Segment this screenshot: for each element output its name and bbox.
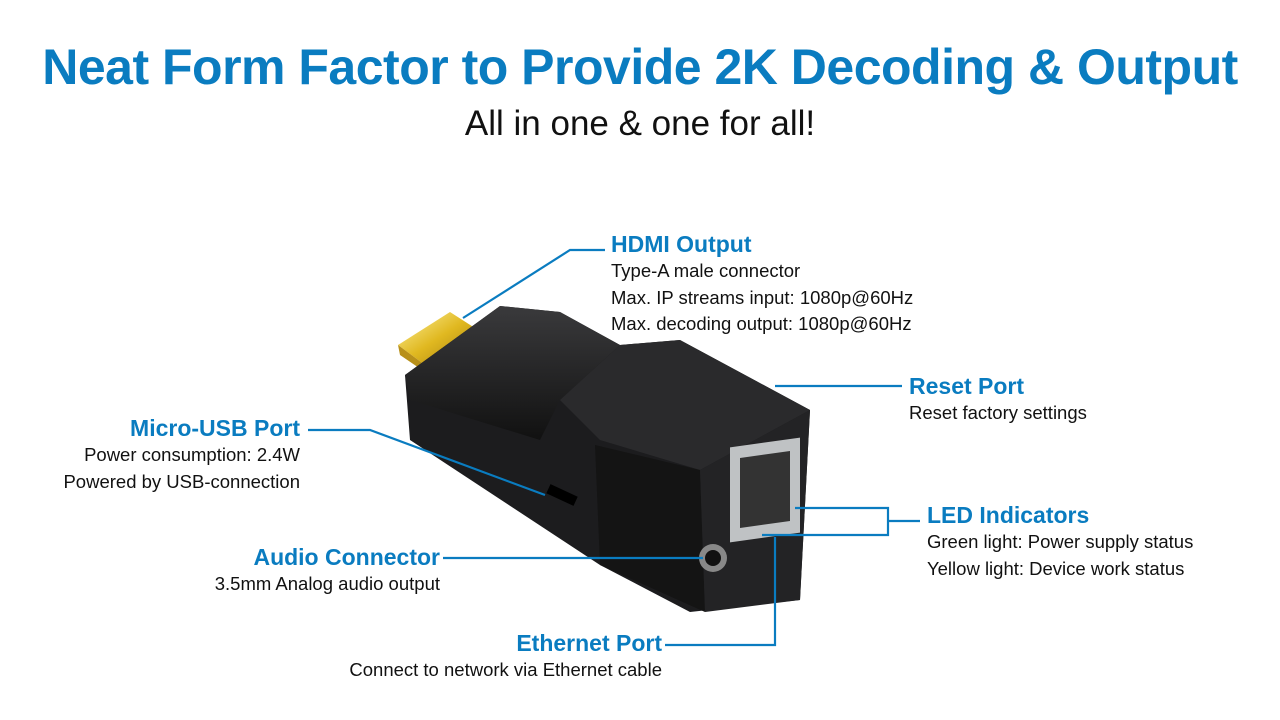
callout-micro-usb-port: Micro-USB Port Power consumption: 2.4W P… (63, 414, 300, 495)
callout-line: Reset factory settings (909, 402, 1087, 423)
page-title: Neat Form Factor to Provide 2K Decoding … (42, 39, 1238, 95)
callout-reset-port: Reset Port Reset factory settings (909, 372, 1087, 427)
callout-title: Audio Connector (253, 544, 440, 570)
leader-lines (308, 248, 920, 647)
callout-title: HDMI Output (611, 231, 752, 257)
callout-title: Ethernet Port (516, 630, 662, 656)
callout-title: Micro-USB Port (130, 415, 300, 441)
callout-line: Green light: Power supply status (927, 531, 1194, 552)
callout-line: Max. IP streams input: 1080p@60Hz (611, 286, 914, 308)
callout-line: Max. decoding output: 1080p@60Hz (611, 313, 912, 334)
callout-led-indicators: LED Indicators Green light: Power supply… (927, 501, 1193, 582)
callout-hdmi-output: HDMI Output Type-A male connector Max. I… (611, 230, 913, 338)
callout-line: Yellow light: Device work status (927, 557, 1185, 579)
callout-line: 3.5mm Analog audio output (214, 573, 440, 594)
callout-audio-connector: Audio Connector 3.5mm Analog audio outpu… (215, 543, 440, 598)
callout-title: Reset Port (909, 373, 1025, 399)
callout-line: Connect to network via Ethernet cable (349, 659, 662, 680)
device-body (405, 306, 810, 612)
callout-title: LED Indicators (927, 502, 1090, 528)
callout-line: Powered by USB-connection (63, 470, 300, 492)
callout-line: Power consumption: 2.4W (84, 444, 300, 465)
hdmi-plug (398, 312, 478, 372)
callout-line: Type-A male connector (611, 260, 801, 281)
page-subtitle: All in one & one for all! (464, 104, 816, 143)
callout-ethernet-port: Ethernet Port Connect to network via Eth… (349, 629, 662, 684)
